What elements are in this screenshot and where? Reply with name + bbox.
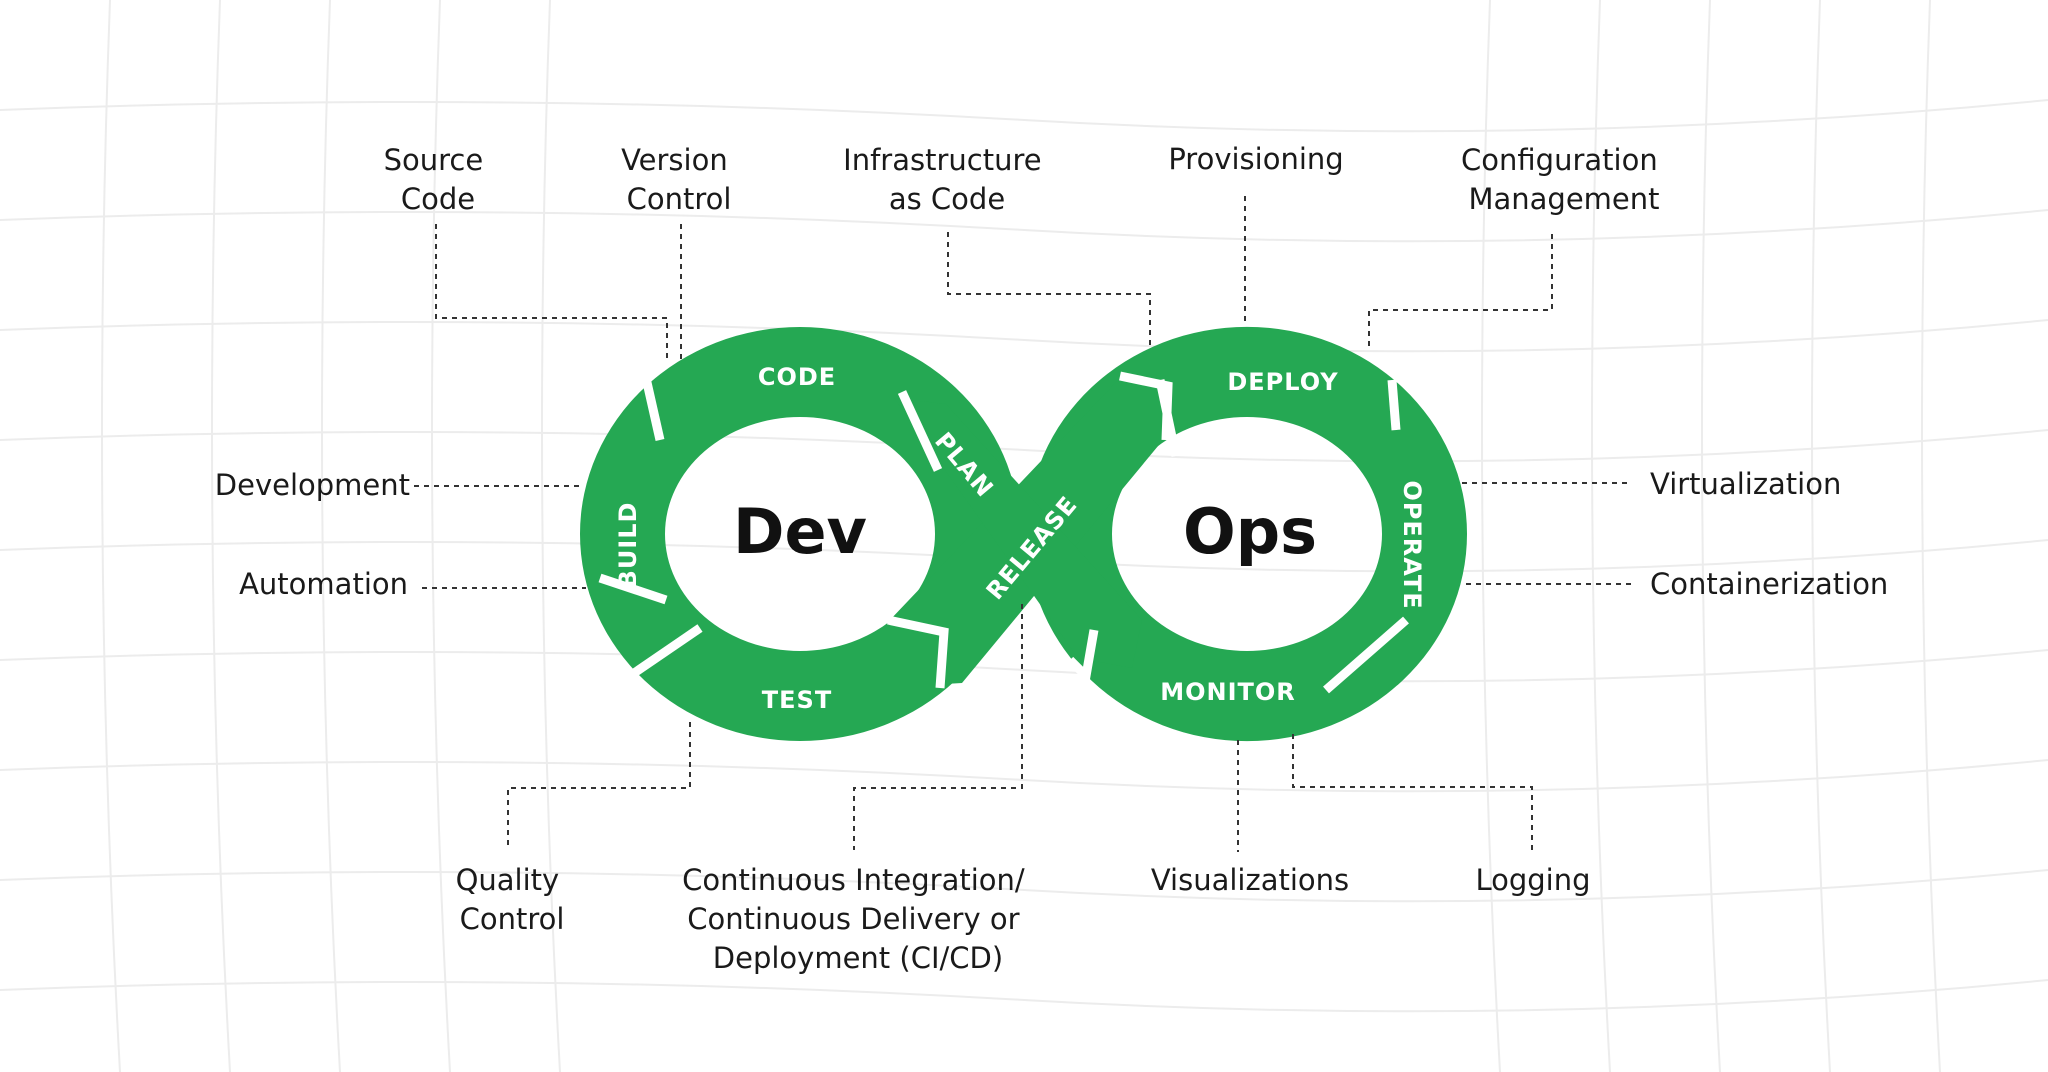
label-logging: Logging [1475,863,1590,897]
label-version-control: Version Control [621,143,737,216]
label-virtualization: Virtualization [1650,467,1841,501]
leader-logging [1292,734,1533,852]
plan-band [894,398,1142,668]
label-visualizations: Visualizations [1151,863,1349,897]
label-configuration-management: Configuration Management [1461,143,1667,216]
label-development: Development [215,468,410,502]
leader-ci-cd [853,604,1023,850]
label-ci-cd: Continuous Integration/ Continuous Deliv… [682,863,1034,975]
segment-gaps [598,371,1409,694]
stage-code: CODE [758,363,836,391]
label-containerization: Containerization [1650,567,1888,601]
leader-lines [414,196,1636,852]
label-source-code: Source Code [384,143,493,216]
ops-word: Ops [1183,495,1317,568]
stage-monitor: MONITOR [1160,678,1296,706]
stage-operate: OPERATE [1398,480,1426,609]
leader-quality-control [507,722,691,850]
label-provisioning: Provisioning [1168,142,1343,176]
label-quality-control: Quality Control [456,863,569,936]
label-automation: Automation [239,567,408,601]
stage-test: TEST [762,686,832,714]
infinity-loop: CODE TEST DEPLOY MONITOR BUILD OPERATE P… [580,326,1468,742]
dev-word: Dev [733,495,867,568]
leader-configuration [1368,234,1553,350]
leader-source-code [435,224,668,362]
stage-deploy: DEPLOY [1227,368,1338,396]
stage-build: BUILD [614,502,642,589]
label-infrastructure-as-code: Infrastructure as Code [843,143,1051,216]
leader-infrastructure [947,232,1151,346]
